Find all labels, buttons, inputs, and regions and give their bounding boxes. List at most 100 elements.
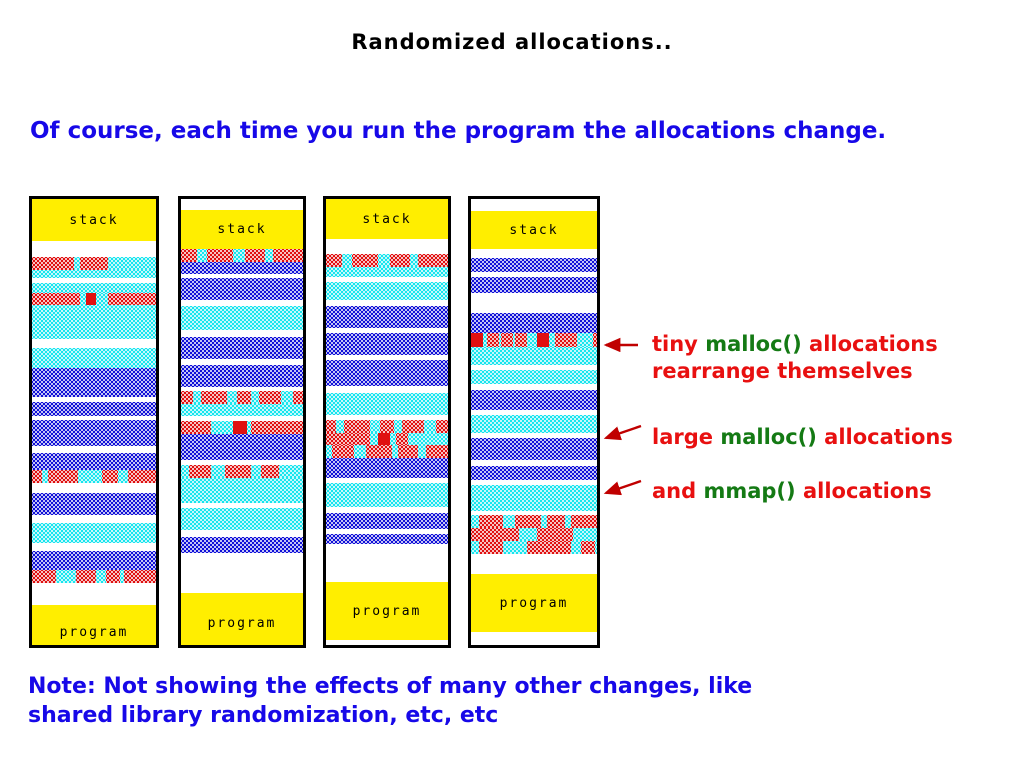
region-tiny-malloc <box>471 528 597 541</box>
allocation-chunk <box>487 333 499 347</box>
region-unmapped <box>181 530 303 537</box>
region-large-malloc <box>326 458 448 478</box>
region-mmap <box>32 305 156 339</box>
region-program: program <box>181 593 303 645</box>
region-tiny-malloc <box>32 257 156 270</box>
memory-map-run-1: stack program <box>29 196 159 648</box>
region-tiny-malloc <box>32 293 156 305</box>
region-tiny-malloc <box>181 391 303 404</box>
region-mmap <box>32 283 156 293</box>
footer-note-line1: Note: Not showing the effects of many ot… <box>28 674 753 699</box>
anno-1-post: allocations <box>816 425 953 449</box>
allocation-chunk <box>479 541 503 554</box>
region-large-malloc <box>326 333 448 355</box>
annotation-tiny-malloc-line1: tiny malloc() allocations <box>652 331 938 358</box>
region-unmapped <box>181 359 303 365</box>
allocation-chunk <box>515 515 541 528</box>
region-unmapped <box>32 339 156 348</box>
region-large-malloc <box>181 365 303 387</box>
region-unmapped <box>326 415 448 420</box>
region-unmapped <box>32 583 156 605</box>
region-unmapped <box>471 554 597 574</box>
allocation-chunk <box>245 249 265 262</box>
region-unmapped <box>32 543 156 551</box>
allocation-chunk <box>547 515 565 528</box>
arrow-large-malloc <box>603 424 642 441</box>
annotation-tiny-malloc-line2: rearrange themselves <box>652 359 913 384</box>
allocation-chunk <box>352 254 378 267</box>
region-large-malloc <box>326 534 448 544</box>
page-title: Randomized allocations.. <box>351 30 673 54</box>
region-unmapped <box>32 241 156 257</box>
annotation-large-malloc-line1: large malloc() allocations <box>652 424 953 451</box>
region-mmap <box>181 508 303 530</box>
region-large-malloc <box>326 306 448 328</box>
allocation-chunk <box>380 420 394 433</box>
region-unmapped <box>471 199 597 211</box>
allocation-chunk <box>366 445 392 458</box>
allocation-chunk <box>344 420 370 433</box>
region-unmapped <box>471 293 597 313</box>
region-mmap <box>181 306 303 330</box>
region-stack: stack <box>32 199 156 241</box>
allocation-chunk <box>471 333 483 347</box>
anno-0-post: allocations <box>801 332 938 356</box>
region-mmap <box>326 483 448 507</box>
region-large-malloc <box>471 258 597 272</box>
region-unmapped <box>471 433 597 438</box>
region-unmapped <box>181 460 303 465</box>
region-unmapped <box>326 507 448 513</box>
region-large-malloc <box>471 313 597 333</box>
anno-2-pre: and <box>652 479 704 503</box>
allocation-chunk <box>418 254 448 267</box>
region-large-malloc <box>181 262 303 274</box>
region-unmapped <box>471 365 597 370</box>
region-large-malloc <box>471 390 597 410</box>
region-unmapped <box>32 446 156 453</box>
allocation-chunk <box>201 391 227 404</box>
region-mmap <box>471 485 597 511</box>
allocation-chunk <box>593 333 597 347</box>
allocation-chunk <box>225 465 251 478</box>
region-large-malloc <box>32 402 156 416</box>
region-program: program <box>471 574 597 632</box>
region-tiny-malloc <box>32 570 156 583</box>
allocation-chunk <box>233 421 247 434</box>
region-unmapped <box>326 239 448 254</box>
allocation-chunk <box>189 465 211 478</box>
region-unmapped <box>32 515 156 523</box>
region-stack: stack <box>471 211 597 249</box>
anno-1-fn: malloc() <box>720 425 817 449</box>
allocation-chunk <box>537 333 549 347</box>
region-large-malloc <box>181 337 303 359</box>
region-tiny-malloc <box>326 445 448 458</box>
region-mmap <box>471 370 597 384</box>
region-tiny-malloc <box>471 515 597 528</box>
region-unmapped <box>32 278 156 283</box>
region-large-malloc <box>32 453 156 470</box>
allocation-chunk <box>581 541 595 554</box>
region-program: program <box>32 605 156 645</box>
allocation-chunk <box>396 433 408 445</box>
allocation-chunk <box>471 528 519 541</box>
region-large-malloc <box>471 277 597 293</box>
region-unmapped <box>471 410 597 415</box>
allocation-chunk <box>108 293 156 305</box>
allocation-chunk <box>32 293 80 305</box>
region-unmapped <box>181 300 303 306</box>
region-unmapped <box>471 384 597 390</box>
region-large-malloc <box>181 278 303 300</box>
allocation-chunk <box>326 254 342 267</box>
allocation-chunk <box>32 470 42 483</box>
region-tiny-malloc <box>471 333 597 347</box>
anno-2-fn: mmap() <box>703 479 796 503</box>
region-mmap <box>326 267 448 277</box>
region-mmap <box>181 478 303 503</box>
region-tiny-malloc <box>326 420 448 433</box>
region-unmapped <box>32 483 156 493</box>
region-large-malloc <box>326 513 448 529</box>
region-large-malloc <box>32 368 156 397</box>
region-stack: stack <box>326 199 448 239</box>
allocation-chunk <box>326 433 370 445</box>
